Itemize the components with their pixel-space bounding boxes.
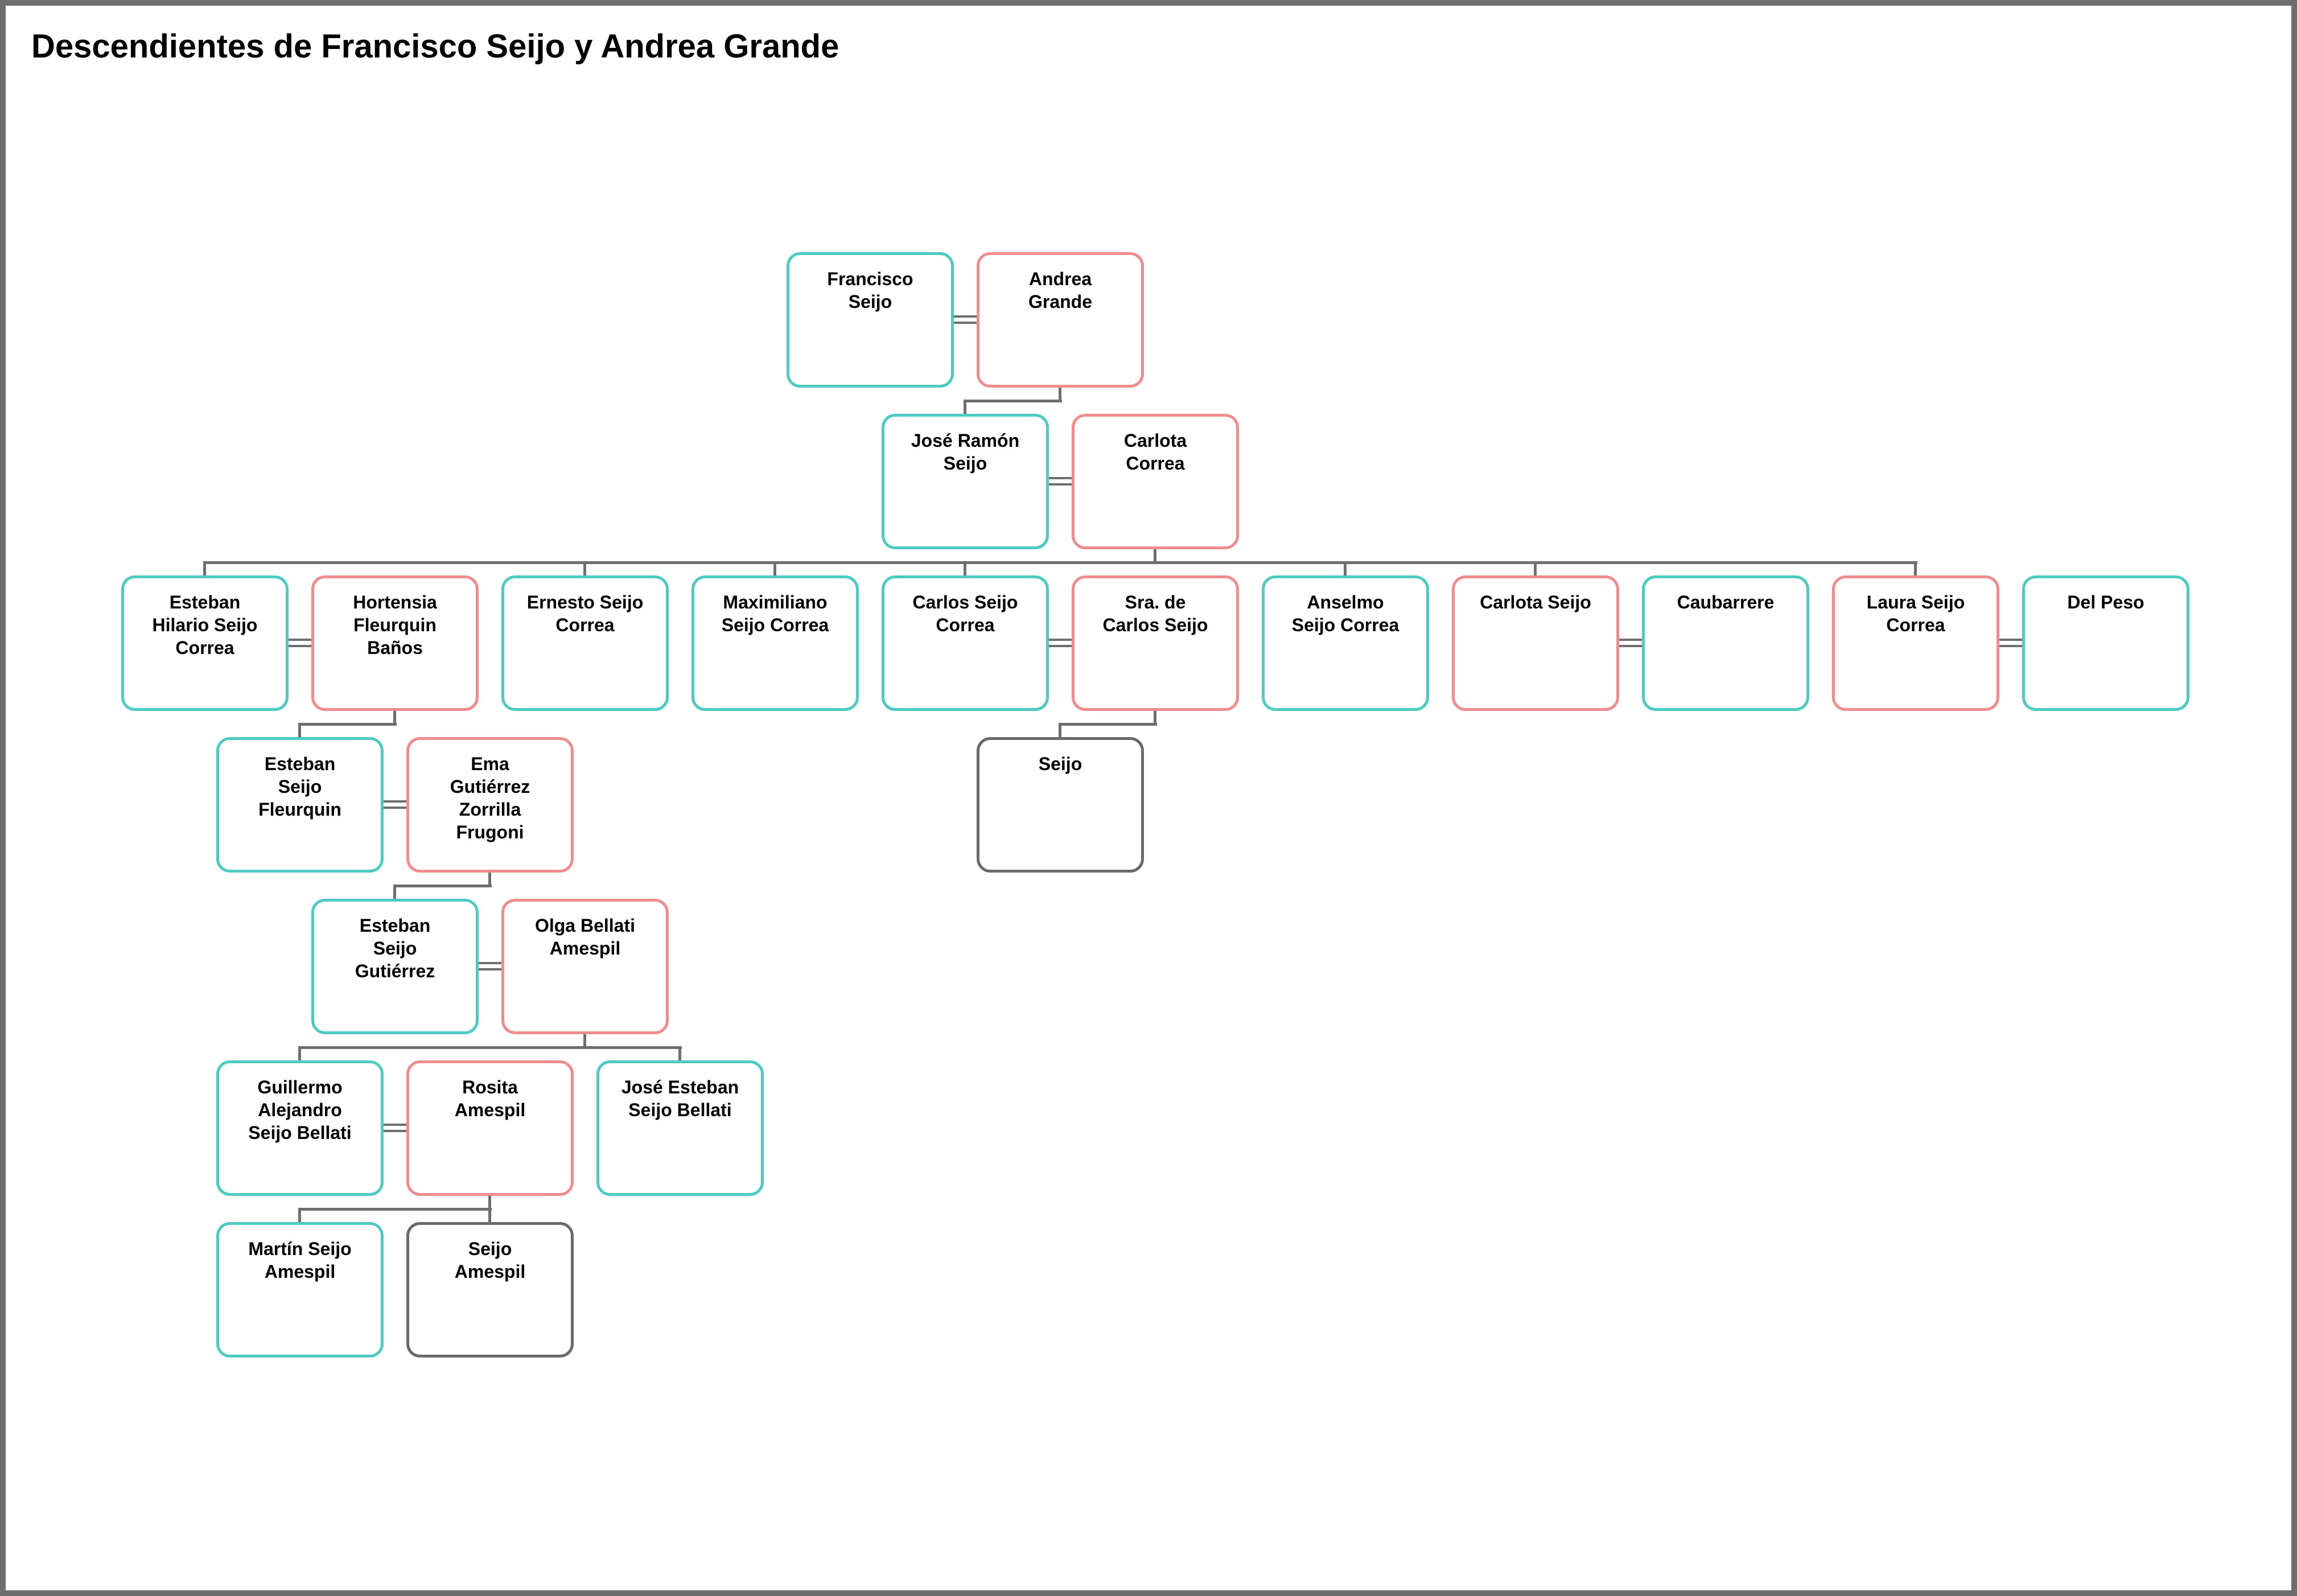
person-name: Sra. de Carlos Seijo: [1102, 592, 1208, 635]
person-name: Martín Seijo Amespil: [248, 1239, 352, 1282]
person-box-maximiliano-seijo-correa[interactable]: Maximiliano Seijo Correa: [691, 575, 859, 711]
children-bus-line-carlota-correa: [203, 561, 1917, 564]
person-box-seijo-amespil[interactable]: Seijo Amespil: [406, 1222, 574, 1358]
marriage-link-francisco-seijo--andrea-grande: [954, 315, 977, 324]
person-box-sra-de-carlos-seijo[interactable]: Sra. de Carlos Seijo: [1072, 575, 1239, 711]
child-connector-line-jose-ramon-seijo: [964, 400, 966, 414]
child-connector-line-esteban-seijo-fleurquin: [298, 723, 301, 737]
person-box-esteban-hilario-seijo-correa[interactable]: Esteban Hilario Seijo Correa: [121, 575, 289, 711]
marriage-link-esteban-seijo-gutierrez--olga-bellati-amespil: [479, 962, 501, 970]
child-drop-line-hortensia-fleurquin-banos: [393, 711, 396, 726]
marriage-link-carlota-seijo--caubarrere: [1619, 639, 1642, 647]
child-drop-line-ema-gutierrez-zorrilla-frugoni: [488, 873, 491, 887]
person-box-esteban-seijo-fleurquin[interactable]: Esteban Seijo Fleurquin: [216, 737, 384, 873]
person-box-ernesto-seijo-correa[interactable]: Ernesto Seijo Correa: [501, 575, 669, 711]
person-box-laura-seijo-correa[interactable]: Laura Seijo Correa: [1832, 575, 1999, 711]
person-box-carlos-seijo-correa[interactable]: Carlos Seijo Correa: [882, 575, 1049, 711]
person-box-ema-gutierrez-zorrilla-frugoni[interactable]: Ema Gutiérrez Zorrilla Frugoni: [406, 737, 574, 873]
person-box-martin-seijo-amespil[interactable]: Martín Seijo Amespil: [216, 1222, 384, 1358]
person-box-anselmo-seijo-correa[interactable]: Anselmo Seijo Correa: [1262, 575, 1429, 711]
person-name: Caubarrere: [1677, 592, 1775, 612]
person-box-del-peso[interactable]: Del Peso: [2022, 575, 2189, 711]
person-box-jose-esteban-seijo-bellati[interactable]: José Esteban Seijo Bellati: [596, 1060, 764, 1196]
child-drop-line-sra-de-carlos-seijo: [1154, 711, 1156, 726]
marriage-link-jose-ramon-seijo--carlota-correa: [1049, 477, 1072, 486]
person-name: Esteban Seijo Fleurquin: [258, 754, 341, 820]
person-name: Carlota Correa: [1123, 430, 1187, 474]
person-name: Esteban Seijo Gutiérrez: [355, 915, 435, 981]
person-name: Seijo Amespil: [454, 1239, 526, 1282]
person-name: Laura Seijo Correa: [1866, 592, 1965, 635]
person-box-esteban-seijo-gutierrez[interactable]: Esteban Seijo Gutiérrez: [311, 899, 479, 1034]
person-name: Ema Gutiérrez Zorrilla Frugoni: [450, 754, 530, 842]
child-connector-line-jose-esteban-seijo-bellati: [678, 1046, 681, 1060]
person-name: José Ramón Seijo: [911, 430, 1020, 474]
child-drop-line-rosita-amespil: [488, 1196, 491, 1211]
children-bus-line-sra-de-carlos-seijo: [1059, 723, 1157, 726]
person-name: Hortensia Fleurquin Baños: [353, 592, 437, 658]
person-box-carlota-correa[interactable]: Carlota Correa: [1072, 414, 1239, 549]
child-connector-line-seijo-amespil: [488, 1208, 491, 1222]
children-bus-line-ema-gutierrez-zorrilla-frugoni: [393, 885, 492, 887]
child-connector-line-anselmo-seijo-correa: [1344, 561, 1347, 575]
person-box-guillermo-alejandro-seijo-bellati[interactable]: Guillermo Alejandro Seijo Bellati: [216, 1060, 384, 1196]
person-box-seijo[interactable]: Seijo: [977, 737, 1144, 873]
person-name: Andrea Grande: [1028, 269, 1093, 312]
marriage-link-esteban-seijo-fleurquin--ema-gutierrez-zorrilla-frugoni: [384, 800, 406, 809]
marriage-link-laura-seijo-correa--del-peso: [1999, 639, 2022, 647]
person-name: Seijo: [1038, 754, 1082, 774]
child-connector-line-guillermo-alejandro-seijo-bellati: [298, 1046, 301, 1060]
child-connector-line-martin-seijo-amespil: [298, 1208, 301, 1222]
person-name: Francisco Seijo: [827, 269, 913, 312]
person-box-hortensia-fleurquin-banos[interactable]: Hortensia Fleurquin Baños: [311, 575, 479, 711]
person-box-andrea-grande[interactable]: Andrea Grande: [977, 252, 1144, 388]
marriage-link-guillermo-alejandro-seijo-bellati--rosita-amespil: [384, 1124, 406, 1132]
children-bus-line-andrea-grande: [964, 400, 1062, 402]
child-drop-line-carlota-correa: [1154, 549, 1156, 564]
child-connector-line-carlota-seijo: [1534, 561, 1537, 575]
children-bus-line-rosita-amespil: [298, 1208, 492, 1211]
child-drop-line-andrea-grande: [1059, 388, 1061, 402]
person-name: Ernesto Seijo Correa: [526, 592, 644, 635]
person-name: Anselmo Seijo Correa: [1291, 592, 1399, 635]
child-connector-line-esteban-hilario-seijo-correa: [203, 561, 206, 575]
child-connector-line-maximiliano-seijo-correa: [773, 561, 776, 575]
person-name: Carlota Seijo: [1480, 592, 1591, 612]
child-connector-line-ernesto-seijo-correa: [583, 561, 586, 575]
person-name: Rosita Amespil: [454, 1077, 526, 1120]
person-name: Carlos Seijo Correa: [912, 592, 1018, 635]
person-name: José Esteban Seijo Bellati: [621, 1077, 739, 1120]
children-bus-line-hortensia-fleurquin-banos: [298, 723, 397, 726]
children-bus-line-olga-bellati-amespil: [298, 1046, 682, 1049]
person-box-carlota-seijo[interactable]: Carlota Seijo: [1452, 575, 1619, 711]
person-box-olga-bellati-amespil[interactable]: Olga Bellati Amespil: [501, 899, 669, 1034]
child-drop-line-olga-bellati-amespil: [583, 1034, 586, 1049]
person-name: Olga Bellati Amespil: [534, 915, 636, 959]
person-name: Maximiliano Seijo Correa: [721, 592, 829, 635]
person-name: Del Peso: [2067, 592, 2144, 612]
chart-title: Descendientes de Francisco Seijo y Andre…: [31, 28, 839, 65]
child-connector-line-seijo: [1059, 723, 1061, 737]
person-box-jose-ramon-seijo[interactable]: José Ramón Seijo: [882, 414, 1049, 549]
marriage-link-carlos-seijo-correa--sra-de-carlos-seijo: [1049, 639, 1072, 647]
child-connector-line-esteban-seijo-gutierrez: [393, 885, 396, 899]
person-box-francisco-seijo[interactable]: Francisco Seijo: [787, 252, 954, 388]
child-connector-line-carlos-seijo-correa: [964, 561, 966, 575]
person-box-caubarrere[interactable]: Caubarrere: [1642, 575, 1809, 711]
child-connector-line-laura-seijo-correa: [1914, 561, 1917, 575]
person-name: Guillermo Alejandro Seijo Bellati: [248, 1077, 352, 1143]
marriage-link-esteban-hilario-seijo-correa--hortensia-fleurquin-banos: [289, 639, 311, 647]
person-name: Esteban Hilario Seijo Correa: [152, 592, 258, 658]
person-box-rosita-amespil[interactable]: Rosita Amespil: [406, 1060, 574, 1196]
